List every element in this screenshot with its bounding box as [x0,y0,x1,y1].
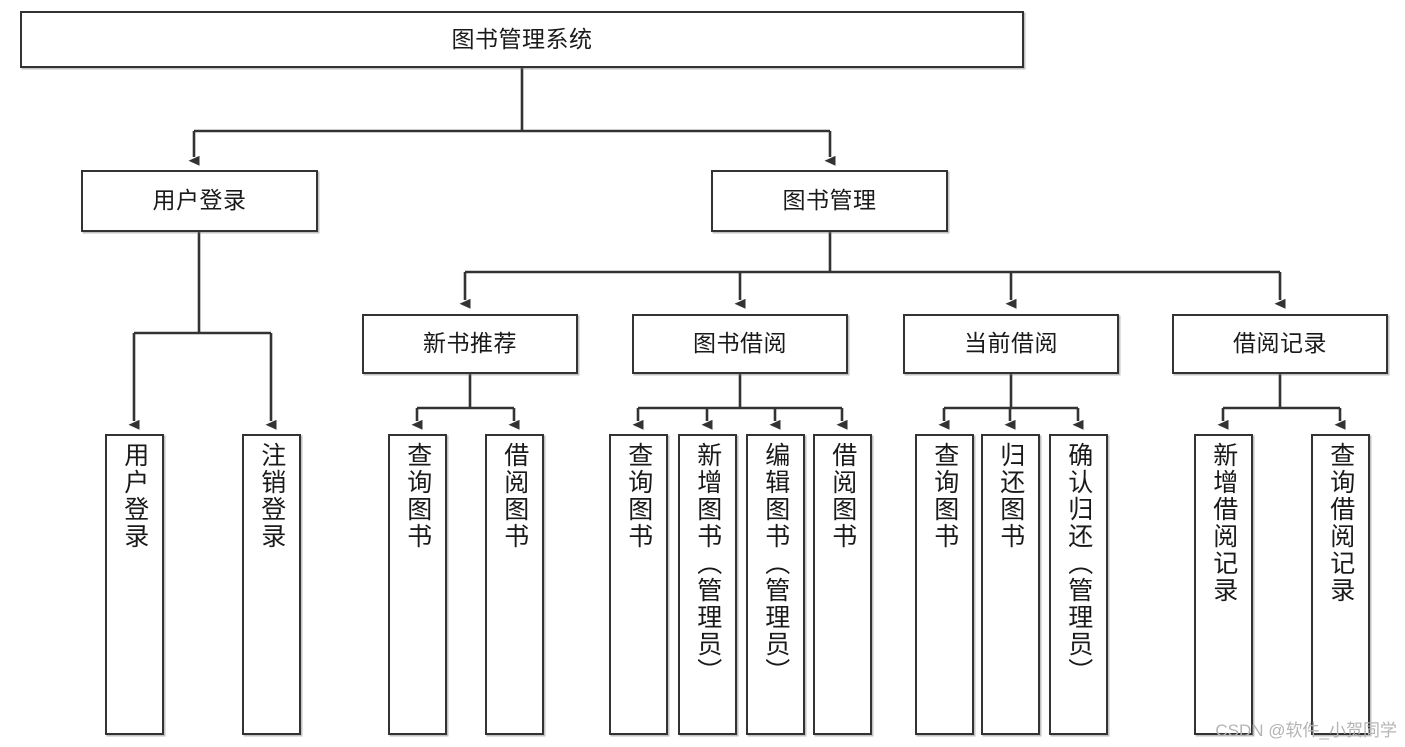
node-leaf-query-book-1[interactable]: 查询图书 [388,434,447,735]
node-leaf-query-book-3[interactable]: 查询图书 [915,434,974,735]
node-leaf-return-book[interactable]: 归还图书 [981,434,1040,735]
node-leaf-add-record[interactable]: 新增借阅记录 [1194,434,1253,735]
node-leaf-edit-book-label: 编辑图书（管理员） [761,442,790,685]
node-book-manage-label: 图书管理 [782,187,877,214]
node-leaf-user-login[interactable]: 用户登录 [105,434,164,735]
watermark: CSDN @软件_小贺同学 [1215,721,1397,740]
node-leaf-query-record-label: 查询借阅记录 [1326,442,1355,604]
node-leaf-user-login-label: 用户登录 [120,442,149,550]
node-leaf-confirm-return[interactable]: 确认归还（管理员） [1049,434,1108,735]
node-leaf-query-book-2-label: 查询图书 [624,442,653,550]
node-user-login-label: 用户登录 [152,187,247,214]
node-leaf-return-book-label: 归还图书 [996,442,1025,550]
node-leaf-query-book-2[interactable]: 查询图书 [609,434,668,735]
node-leaf-confirm-return-label: 确认归还（管理员） [1064,442,1093,685]
node-leaf-logout[interactable]: 注销登录 [242,434,301,735]
node-book-manage[interactable]: 图书管理 [711,170,948,232]
node-leaf-edit-book[interactable]: 编辑图书（管理员） [746,434,805,735]
node-leaf-borrow-book-1-label: 借阅图书 [500,442,529,550]
node-leaf-borrow-book-1[interactable]: 借阅图书 [485,434,544,735]
node-borrow-record[interactable]: 借阅记录 [1172,314,1388,374]
node-book-borrow-label: 图书借阅 [693,330,787,357]
node-root-label: 图书管理系统 [451,25,593,52]
node-root[interactable]: 图书管理系统 [20,11,1024,68]
node-leaf-query-book-1-label: 查询图书 [403,442,432,550]
node-leaf-logout-label: 注销登录 [257,442,286,550]
node-leaf-add-record-label: 新增借阅记录 [1209,442,1238,604]
node-leaf-borrow-book-2[interactable]: 借阅图书 [813,434,872,735]
node-leaf-query-record[interactable]: 查询借阅记录 [1311,434,1370,735]
node-current-borrow[interactable]: 当前借阅 [903,314,1119,374]
node-user-login[interactable]: 用户登录 [81,170,318,232]
node-leaf-borrow-book-2-label: 借阅图书 [828,442,857,550]
node-leaf-add-book[interactable]: 新增图书（管理员） [678,434,737,735]
node-borrow-record-label: 借阅记录 [1233,330,1327,357]
node-leaf-add-book-label: 新增图书（管理员） [693,442,722,685]
node-new-book-recommend[interactable]: 新书推荐 [362,314,578,374]
node-leaf-query-book-3-label: 查询图书 [930,442,959,550]
node-book-borrow[interactable]: 图书借阅 [632,314,848,374]
node-current-borrow-label: 当前借阅 [964,330,1058,357]
node-new-book-recommend-label: 新书推荐 [423,330,517,357]
